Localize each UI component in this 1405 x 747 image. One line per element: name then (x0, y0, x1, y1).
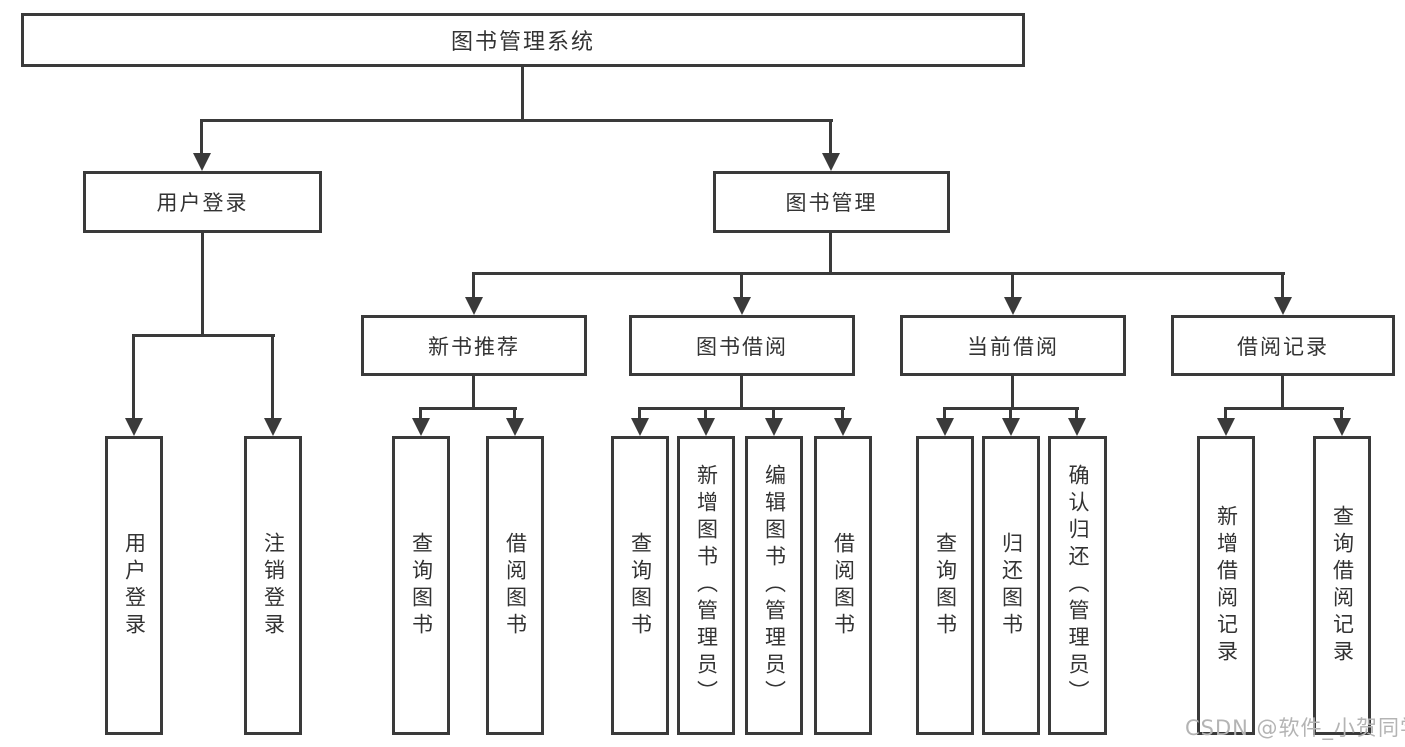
connector-line (1075, 407, 1078, 420)
arrowhead-down-icon (1274, 297, 1292, 315)
node-current-borrow: 当前借阅 (900, 315, 1126, 376)
leaf-label: 借阅图书 (503, 531, 528, 640)
node-label: 新书推荐 (428, 334, 520, 359)
leaf-query-books-current: 查询图书 (916, 436, 974, 735)
connector-line (1225, 407, 1344, 410)
node-library-system: 图书管理系统 (21, 13, 1025, 67)
connector-line (1224, 407, 1227, 420)
arrowhead-down-icon (1217, 418, 1235, 436)
connector-line (271, 334, 274, 420)
connector-line (841, 407, 844, 420)
connector-line (639, 407, 845, 410)
node-label: 用户登录 (156, 191, 249, 215)
node-new-book-recommend: 新书推荐 (361, 315, 587, 376)
arrowhead-down-icon (193, 153, 211, 171)
connector-line (1281, 272, 1284, 299)
connector-line (132, 334, 135, 420)
node-book-management: 图书管理 (713, 171, 950, 233)
connector-line (740, 376, 743, 410)
connector-line (133, 334, 275, 337)
node-label: 图书管理系统 (450, 30, 595, 55)
connector-line (1281, 376, 1284, 410)
connector-line (419, 407, 422, 420)
arrowhead-down-icon (506, 418, 524, 436)
leaf-user-login: 用户登录 (105, 436, 163, 735)
connector-line (1011, 376, 1014, 410)
arrowhead-down-icon (631, 418, 649, 436)
connector-line (740, 272, 743, 299)
leaf-label: 查询图书 (409, 531, 434, 640)
connector-line (473, 272, 1285, 275)
connector-line (1340, 407, 1343, 420)
node-book-borrow: 图书借阅 (629, 315, 855, 376)
leaf-label: 确认归还（管理员） (1066, 464, 1090, 707)
leaf-label: 借阅图书 (831, 531, 856, 640)
connector-line (472, 376, 475, 410)
arrowhead-down-icon (1004, 297, 1022, 315)
arrowhead-down-icon (1002, 418, 1020, 436)
leaf-label: 用户登录 (122, 531, 147, 640)
connector-line (200, 119, 203, 155)
node-label: 当前借阅 (967, 334, 1059, 359)
csdn-watermark: CSDN @软件_小贺同学 (1185, 716, 1405, 740)
connector-line (772, 407, 775, 420)
leaf-label: 编辑图书（管理员） (762, 464, 787, 707)
connector-line (201, 233, 204, 337)
leaf-edit-books-admin: 编辑图书（管理员） (745, 436, 803, 735)
leaf-label: 新增借阅记录 (1214, 504, 1239, 667)
connector-line (829, 233, 832, 275)
leaf-confirm-return-admin: 确认归还（管理员） (1048, 436, 1107, 735)
arrowhead-down-icon (125, 418, 143, 436)
arrowhead-down-icon (697, 418, 715, 436)
leaf-query-books-borrow: 查询图书 (611, 436, 669, 735)
leaf-add-books-admin: 新增图书（管理员） (677, 436, 735, 735)
leaf-query-books-newbook: 查询图书 (392, 436, 450, 735)
arrowhead-down-icon (822, 153, 840, 171)
connector-line (1009, 407, 1012, 420)
node-label: 图书借阅 (696, 334, 788, 359)
node-label: 图书管理 (785, 191, 878, 215)
arrowhead-down-icon (412, 418, 430, 436)
leaf-label: 查询借阅记录 (1330, 504, 1355, 667)
leaf-label: 新增图书（管理员） (694, 464, 719, 707)
arrowhead-down-icon (936, 418, 954, 436)
connector-line (943, 407, 946, 420)
connector-line (638, 407, 641, 420)
connector-line (1011, 272, 1014, 299)
node-label: 借阅记录 (1237, 334, 1329, 359)
connector-line (201, 119, 833, 122)
leaf-logout: 注销登录 (244, 436, 302, 735)
leaf-label: 注销登录 (261, 531, 286, 640)
connector-line (521, 67, 524, 121)
connector-line (513, 407, 516, 420)
leaf-borrow-books-newbook: 借阅图书 (486, 436, 544, 735)
arrowhead-down-icon (1068, 418, 1086, 436)
connector-line (704, 407, 707, 420)
node-borrow-records: 借阅记录 (1171, 315, 1395, 376)
connector-line (829, 119, 832, 155)
arrowhead-down-icon (834, 418, 852, 436)
leaf-label: 查询图书 (933, 531, 958, 640)
connector-line (472, 272, 475, 299)
leaf-return-books: 归还图书 (982, 436, 1040, 735)
arrowhead-down-icon (765, 418, 783, 436)
arrowhead-down-icon (733, 297, 751, 315)
arrowhead-down-icon (1333, 418, 1351, 436)
leaf-borrow-books: 借阅图书 (814, 436, 872, 735)
arrowhead-down-icon (465, 297, 483, 315)
node-user-login: 用户登录 (83, 171, 322, 233)
leaf-label: 查询图书 (628, 531, 653, 640)
connector-line (420, 407, 517, 410)
arrowhead-down-icon (264, 418, 282, 436)
leaf-query-borrow-record: 查询借阅记录 (1313, 436, 1371, 735)
leaf-label: 归还图书 (999, 531, 1024, 640)
leaf-add-borrow-record: 新增借阅记录 (1197, 436, 1255, 735)
